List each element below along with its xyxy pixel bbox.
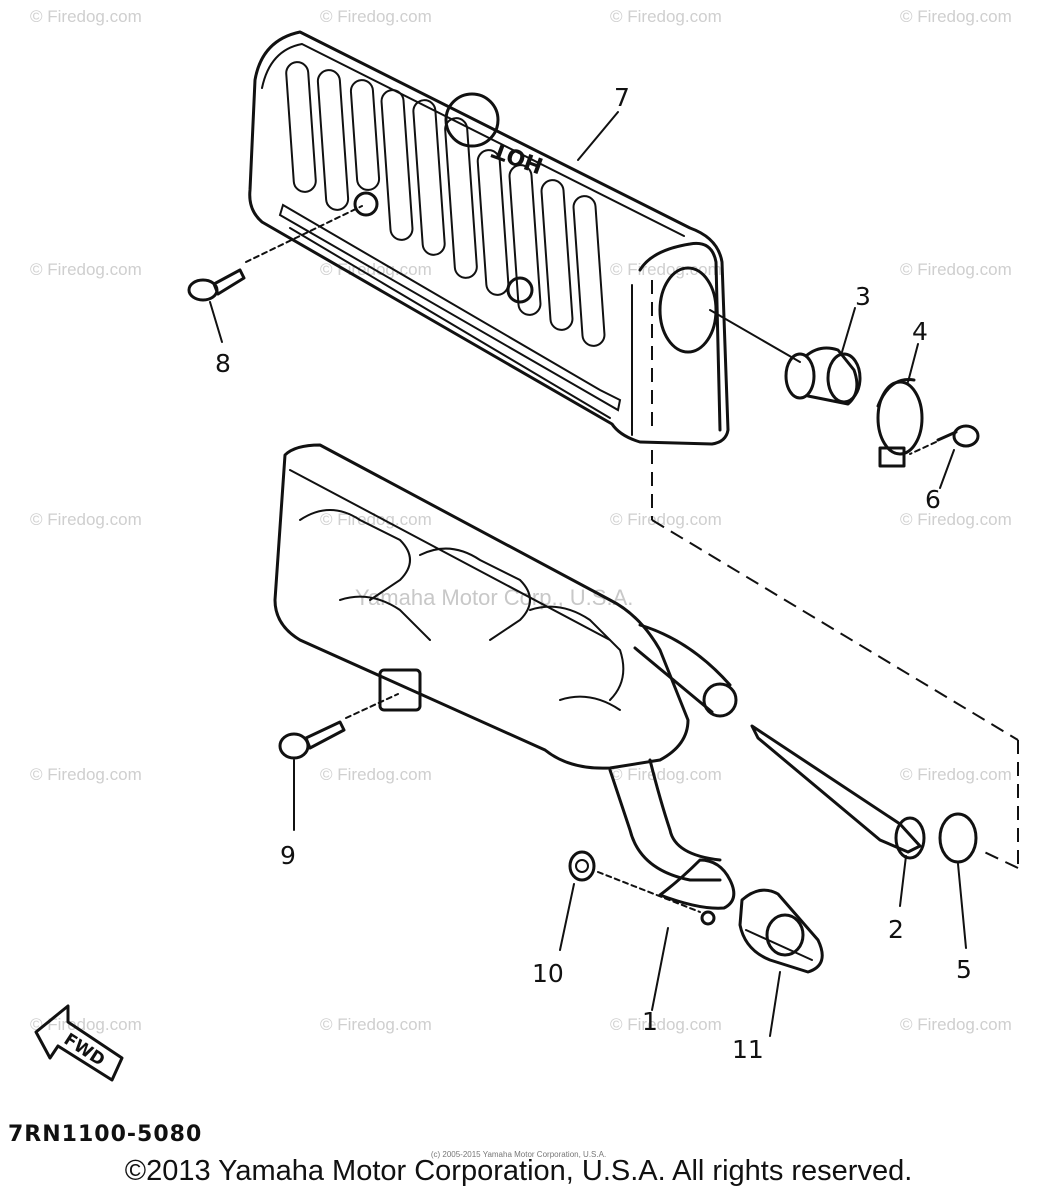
catalog-code: 7RN1100-5080: [8, 1122, 203, 1147]
svg-text:© Firedog.com: © Firedog.com: [320, 7, 432, 26]
hot-warning-emblem: [444, 92, 500, 148]
tiny-credit: (c) 2005-2015 Yamaha Motor Corporation, …: [430, 1150, 607, 1159]
bolt-part-9: [278, 693, 399, 831]
svg-text:© Firedog.com: © Firedog.com: [320, 510, 432, 529]
muffler-body: [273, 443, 738, 926]
watermark-layer: © Firedog.com © Firedog.com © Firedog.co…: [30, 7, 1012, 1034]
shield-mount-hole: [506, 276, 534, 304]
bolt-part-6: [909, 424, 980, 489]
cap-part-3: [709, 307, 862, 406]
svg-text:© Firedog.com: © Firedog.com: [900, 260, 1012, 279]
svg-text:© Firedog.com: © Firedog.com: [610, 510, 722, 529]
svg-text:© Firedog.com: © Firedog.com: [900, 510, 1012, 529]
svg-text:© Firedog.com: © Firedog.com: [610, 765, 722, 784]
fwd-label: FWD: [60, 1030, 108, 1071]
label-part-2: 2: [888, 915, 904, 944]
svg-text:© Firedog.com: © Firedog.com: [320, 765, 432, 784]
svg-text:© Firedog.com: © Firedog.com: [900, 1015, 1012, 1034]
label-part-5: 5: [956, 955, 972, 984]
svg-text:© Firedog.com: © Firedog.com: [30, 510, 142, 529]
shield-mount-hole: [353, 191, 379, 217]
label-part-6: 6: [925, 485, 941, 514]
svg-text:© Firedog.com: © Firedog.com: [900, 765, 1012, 784]
copyright-notice: ©2013 Yamaha Motor Corporation, U.S.A. A…: [124, 1155, 913, 1187]
shield-ribs: [285, 61, 606, 347]
label-part-4: 4: [912, 317, 928, 346]
gasket-part-11: [738, 888, 824, 1037]
label-part-1: 1: [642, 1007, 658, 1036]
svg-text:© Firedog.com: © Firedog.com: [900, 7, 1012, 26]
svg-text:© Firedog.com: © Firedog.com: [610, 1015, 722, 1034]
svg-text:© Firedog.com: © Firedog.com: [30, 7, 142, 26]
svg-text:© Firedog.com: © Firedog.com: [30, 260, 142, 279]
label-part-10: 10: [532, 959, 564, 988]
clamp-part-4: [876, 343, 924, 468]
assembly-dashed-lines: [651, 280, 1019, 869]
label-part-7: 7: [614, 83, 630, 112]
leader-part-1: [651, 927, 669, 1011]
svg-text:© Firedog.com: © Firedog.com: [30, 1015, 142, 1034]
label-part-3: 3: [855, 282, 871, 311]
svg-text:© Firedog.com: © Firedog.com: [30, 765, 142, 784]
label-part-11: 11: [732, 1035, 764, 1064]
svg-text:© Firedog.com: © Firedog.com: [320, 1015, 432, 1034]
svg-text:© Firedog.com: © Firedog.com: [610, 260, 722, 279]
svg-text:© Firedog.com: © Firedog.com: [610, 7, 722, 26]
label-part-8: 8: [215, 349, 231, 378]
label-part-9: 9: [280, 841, 296, 870]
leader-part-7: [577, 111, 619, 161]
nut-part-10: [559, 850, 701, 951]
tailpipe-part-2: [750, 724, 926, 907]
end-cap-part-5: [938, 812, 978, 949]
screw-part-8: [187, 205, 363, 343]
heat-shield-part-7: HOT: [248, 30, 730, 446]
part-number-labels: 7 8 3 4 6 9 2 5 10 1 11: [215, 83, 972, 1064]
